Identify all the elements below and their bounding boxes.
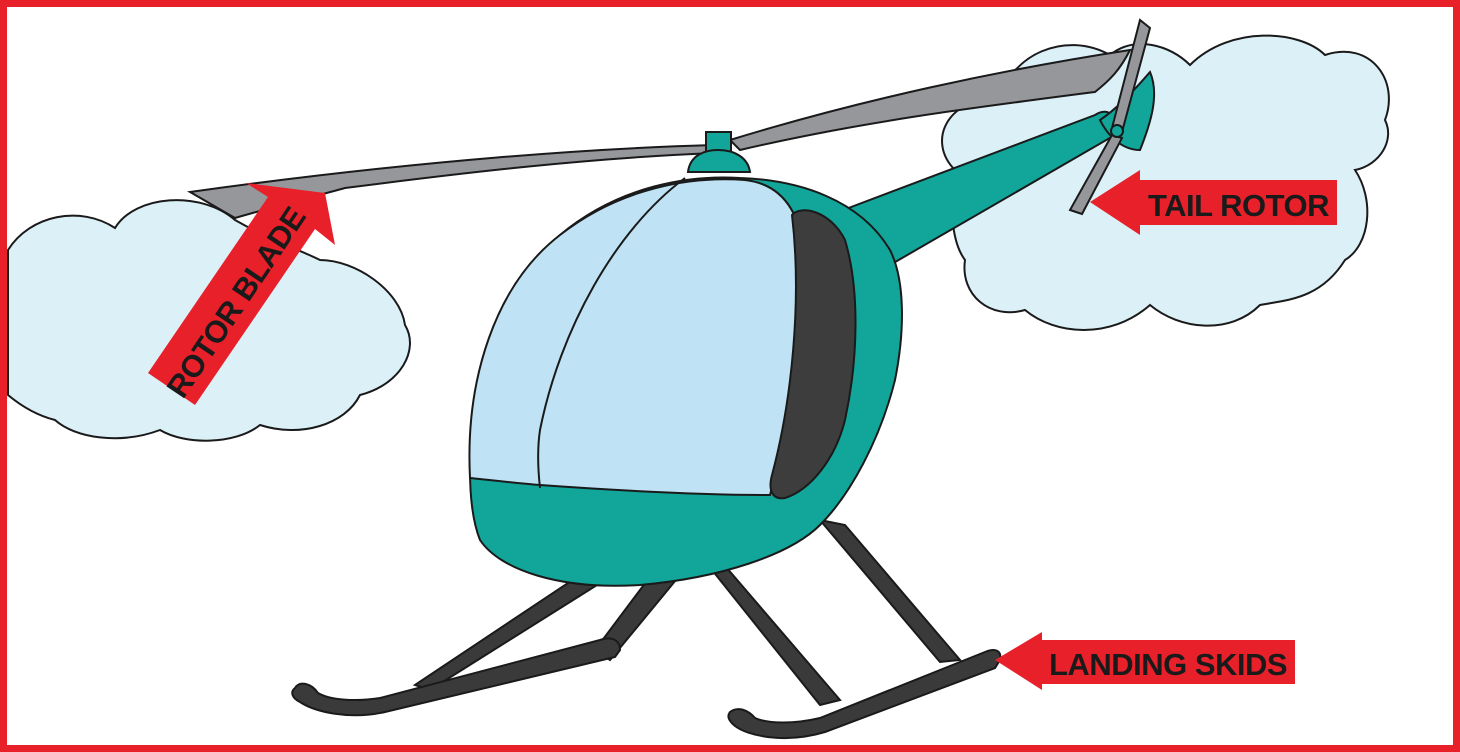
landing-skids-callout: LANDING SKIDS xyxy=(995,632,1295,690)
tail-rotor-label: TAIL ROTOR xyxy=(1148,188,1329,223)
canopy xyxy=(469,179,805,495)
tail-rotor-hub xyxy=(1111,125,1123,137)
landing-skids-label: LANDING SKIDS xyxy=(1049,647,1287,682)
